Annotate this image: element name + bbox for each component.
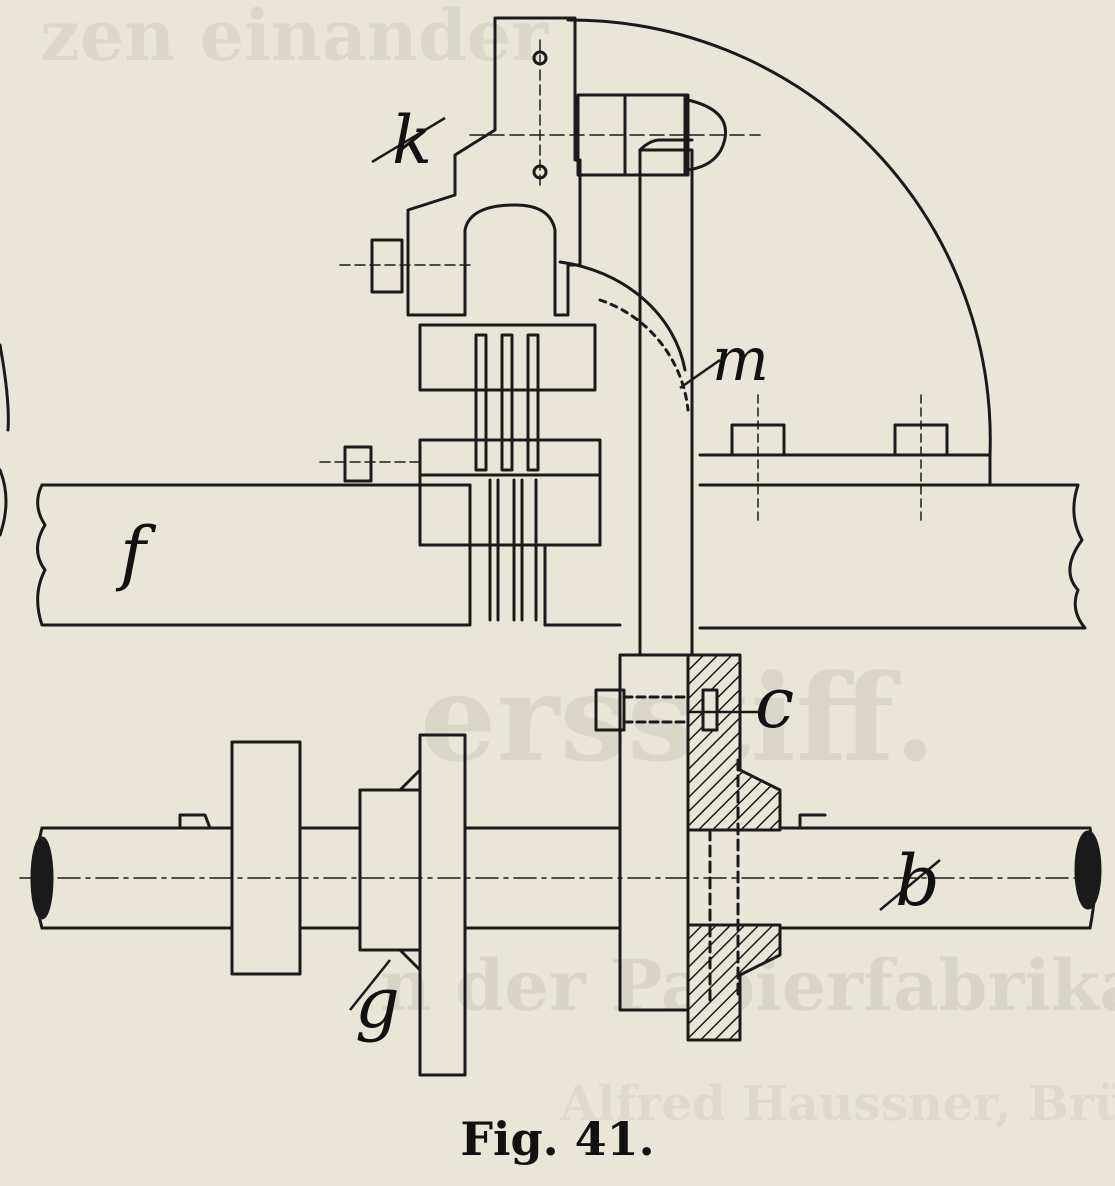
bleed-through-text: zen einander ersstiff. n der Papierfabri… [40, 0, 1115, 1132]
label-c: c [755, 662, 795, 744]
wheel-g-flange [358, 768, 422, 972]
nut-cap [623, 93, 687, 177]
drawing-lines [0, 16, 1102, 1077]
eccentric-hub-lower [686, 923, 782, 1042]
inner-arc-dashed [598, 298, 690, 412]
leader-b [879, 859, 941, 911]
label-m: m [712, 325, 769, 395]
punch-1 [474, 333, 488, 472]
label-b: b [895, 840, 940, 922]
bolt-head-c [594, 688, 626, 732]
shaft-section-right [1074, 830, 1102, 910]
die-block-lower [418, 438, 602, 547]
label-k: k [392, 102, 432, 179]
screw-head-left [370, 238, 404, 294]
wheel-g-hub [358, 788, 422, 952]
label-f: f [120, 512, 146, 594]
wheel-g [418, 733, 467, 1077]
leader-g [349, 959, 391, 1011]
leader-k [371, 116, 446, 164]
inner-arc [558, 260, 687, 372]
leader-m [679, 358, 721, 390]
key-left [178, 813, 212, 830]
bracket-k [406, 16, 582, 317]
punch-3 [526, 333, 540, 472]
punch-2 [500, 333, 514, 472]
screw-head-die [343, 445, 373, 483]
lever-slope [638, 138, 694, 152]
key-right [798, 813, 827, 830]
bolt-end-upper [686, 98, 728, 172]
table-f [36, 483, 472, 627]
svg-text:Alfred Haussner, Brünn.: Alfred Haussner, Brünn. [559, 1076, 1115, 1132]
hub-slot [701, 688, 719, 732]
table-f-right [698, 483, 1087, 630]
label-g: g [355, 962, 400, 1044]
die-block-upper [418, 323, 597, 392]
lever-m [638, 148, 694, 687]
collar [230, 740, 302, 976]
shaft-b [40, 826, 1092, 930]
leader-lines [349, 116, 941, 1011]
left-edge-fragment [0, 343, 10, 537]
quadrant-cover [566, 18, 992, 487]
crank-plate [618, 653, 690, 1012]
svg-text:ersstiff.: ersstiff. [420, 648, 936, 789]
figure-caption: Fig. 41. [460, 1112, 655, 1166]
svg-text:zen einander: zen einander [40, 0, 549, 77]
